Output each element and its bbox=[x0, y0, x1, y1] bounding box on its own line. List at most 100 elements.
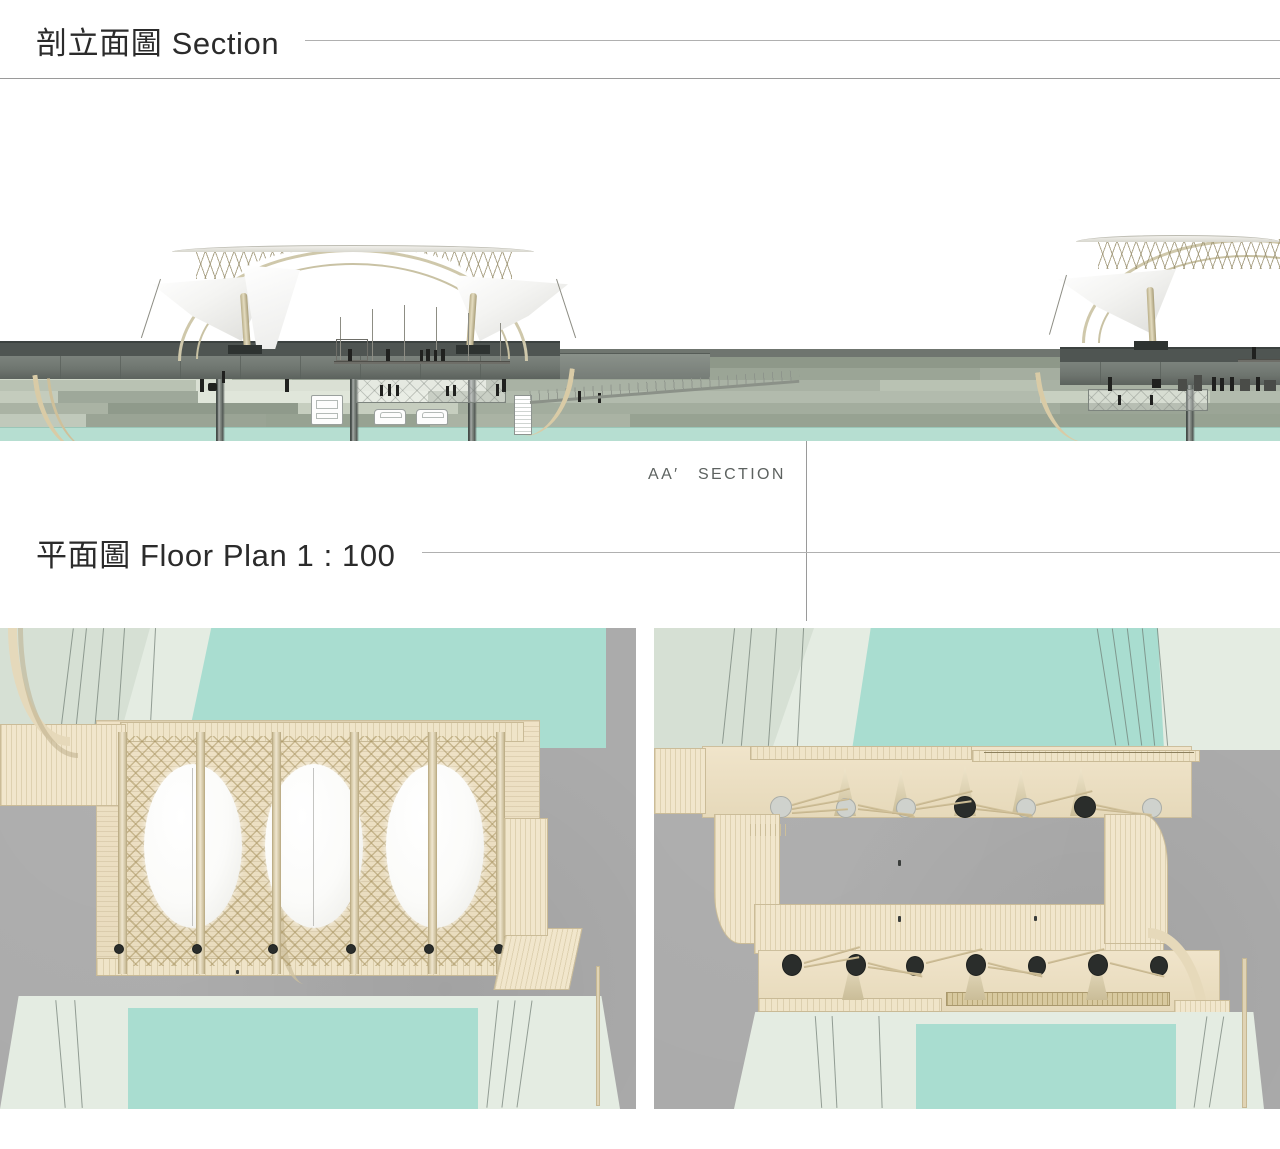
column-hub bbox=[268, 944, 278, 954]
section-caption: AA′ SECTION bbox=[648, 466, 786, 483]
plan-drawings-band bbox=[0, 628, 1280, 1109]
suspended-walkway bbox=[334, 361, 510, 364]
column-hub bbox=[966, 954, 986, 976]
figure bbox=[1230, 377, 1234, 391]
figure bbox=[1108, 377, 1112, 391]
section-title-row: 剖立面圖 Section bbox=[0, 18, 1280, 63]
figure bbox=[434, 350, 437, 361]
truss-web bbox=[1098, 239, 1280, 269]
page-title-floorplan: 平面圖 Floor Plan 1 : 100 bbox=[36, 538, 396, 573]
figure bbox=[200, 379, 204, 392]
figure bbox=[1194, 375, 1202, 391]
section-title-rule bbox=[305, 40, 1280, 41]
figure bbox=[1256, 377, 1260, 391]
truss-web bbox=[196, 249, 512, 279]
deck-boardwalk bbox=[750, 746, 972, 760]
figure bbox=[420, 350, 423, 361]
figure bbox=[426, 349, 430, 361]
mast-base bbox=[456, 345, 490, 354]
figure bbox=[578, 391, 581, 402]
arch-glazed-top bbox=[172, 245, 534, 252]
column-hub bbox=[782, 954, 802, 976]
suspended-walkway bbox=[1238, 359, 1280, 362]
column-hub bbox=[424, 944, 434, 954]
walkway-lift-cage bbox=[336, 339, 368, 361]
section-drawing-band bbox=[0, 79, 1280, 441]
pier bbox=[350, 369, 359, 441]
connecting-ramp-right bbox=[1104, 814, 1168, 944]
figure bbox=[1118, 395, 1121, 405]
pier bbox=[468, 369, 477, 441]
canopy-rib bbox=[350, 732, 359, 974]
vehicle-car bbox=[374, 409, 406, 425]
column-hub bbox=[346, 944, 356, 954]
header-divider bbox=[0, 78, 1280, 79]
floorplan-title-rule bbox=[421, 552, 1280, 553]
road-deck-girder bbox=[560, 353, 710, 379]
figure-seated bbox=[1152, 379, 1161, 388]
road-deck-slab bbox=[1060, 347, 1280, 362]
figure bbox=[1220, 378, 1224, 391]
vehicle-truck bbox=[311, 395, 343, 425]
mast-base bbox=[228, 345, 262, 354]
figure bbox=[1212, 377, 1216, 391]
figure bbox=[396, 385, 399, 396]
site-marker bbox=[236, 970, 239, 974]
figure bbox=[1178, 379, 1187, 391]
deck-boardwalk bbox=[758, 998, 942, 1012]
water-level-band bbox=[0, 427, 1280, 441]
figure bbox=[1150, 395, 1153, 405]
column-hub bbox=[1088, 954, 1108, 976]
ramp-step-markings bbox=[750, 824, 790, 836]
pier bbox=[216, 369, 225, 441]
deck-boardwalk bbox=[972, 750, 1200, 762]
site-marker bbox=[1034, 916, 1037, 921]
river-bank-upper-right bbox=[1174, 628, 1280, 750]
stair-tower bbox=[514, 395, 532, 435]
figure bbox=[386, 349, 390, 361]
figure-seated bbox=[208, 383, 217, 391]
column-hub bbox=[770, 796, 792, 818]
figure bbox=[502, 379, 506, 392]
canopy-rib bbox=[196, 732, 205, 974]
figure bbox=[380, 385, 383, 396]
pole bbox=[596, 966, 600, 1106]
page-title-section: 剖立面圖 Section bbox=[36, 26, 280, 61]
canopy-rib bbox=[118, 732, 127, 974]
figure bbox=[285, 379, 289, 392]
arch-glazed-top-right bbox=[1076, 235, 1280, 242]
figure bbox=[1240, 379, 1250, 391]
water-body-upper bbox=[852, 628, 1164, 750]
landing-right bbox=[493, 928, 583, 990]
deck-plan-view bbox=[654, 628, 1280, 1109]
membrane-leaf bbox=[144, 764, 242, 928]
roof-plan-view bbox=[0, 628, 636, 1109]
figure bbox=[441, 349, 445, 361]
floorplan-title-row: 平面圖 Floor Plan 1 : 100 bbox=[0, 530, 1280, 575]
water-body-lower bbox=[916, 1024, 1176, 1109]
figure bbox=[446, 386, 449, 396]
vehicle-car bbox=[416, 409, 448, 425]
site-marker bbox=[898, 916, 901, 922]
figure bbox=[496, 384, 499, 396]
column-hub bbox=[954, 796, 976, 818]
column-hub bbox=[1074, 796, 1096, 818]
connecting-ramp-horizontal bbox=[754, 904, 1164, 954]
site-marker bbox=[898, 860, 901, 866]
side-walkway-right bbox=[504, 818, 548, 936]
under-deck-walkway bbox=[356, 379, 506, 403]
rigging-line bbox=[984, 752, 1194, 753]
membrane-leaf bbox=[265, 764, 363, 928]
column-hub bbox=[192, 944, 202, 954]
figure bbox=[388, 384, 391, 396]
figure bbox=[222, 371, 225, 383]
column-hub bbox=[114, 944, 124, 954]
figure bbox=[1252, 347, 1256, 359]
water-body-lower bbox=[128, 1008, 478, 1109]
pole bbox=[1242, 958, 1247, 1108]
figure bbox=[348, 349, 352, 361]
canopy-rib bbox=[428, 732, 437, 974]
canopy-rib bbox=[272, 732, 281, 974]
figure bbox=[1264, 380, 1276, 391]
